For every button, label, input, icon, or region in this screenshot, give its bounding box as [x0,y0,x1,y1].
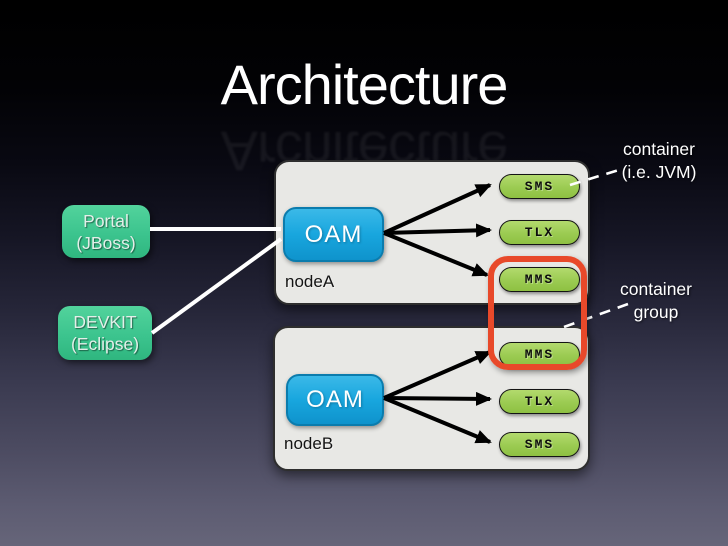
nodeA-label: nodeA [285,272,335,291]
annotation-group-line2: group [633,301,679,322]
nodeA-service-sms: SMS [499,174,580,199]
annotation-container-jvm: container (i.e. JVM) [603,138,715,183]
portal-label: Portal [83,210,129,231]
annotation-container-group: container group [600,278,712,323]
annotation-container-line1: container [623,139,695,159]
devkit-sublabel: (Eclipse) [70,334,140,354]
nodeB-service-sms: SMS [499,432,580,457]
devkit-to-oam-connector [150,237,283,335]
nodeB-label: nodeB [284,434,334,453]
nodeB-service-tlx: TLX [499,389,580,414]
annotation-group-line1: container [620,279,692,299]
nodeB-oam-box: OAM [286,374,384,426]
container-group-highlight [488,256,587,370]
slide-title: Architecture [220,53,509,116]
portal-box: Portal (JBoss) [62,205,150,258]
nodeA-service-tlx: TLX [499,220,580,245]
nodeA-service-mms: MMS [499,267,580,292]
annotation-container-line2: (i.e. JVM) [621,161,697,182]
devkit-box: DEVKIT (Eclipse) [58,306,152,360]
nodeA-oam-box: OAM [283,207,384,262]
portal-sublabel: (JBoss) [76,232,136,253]
devkit-label: DEVKIT [73,312,137,332]
